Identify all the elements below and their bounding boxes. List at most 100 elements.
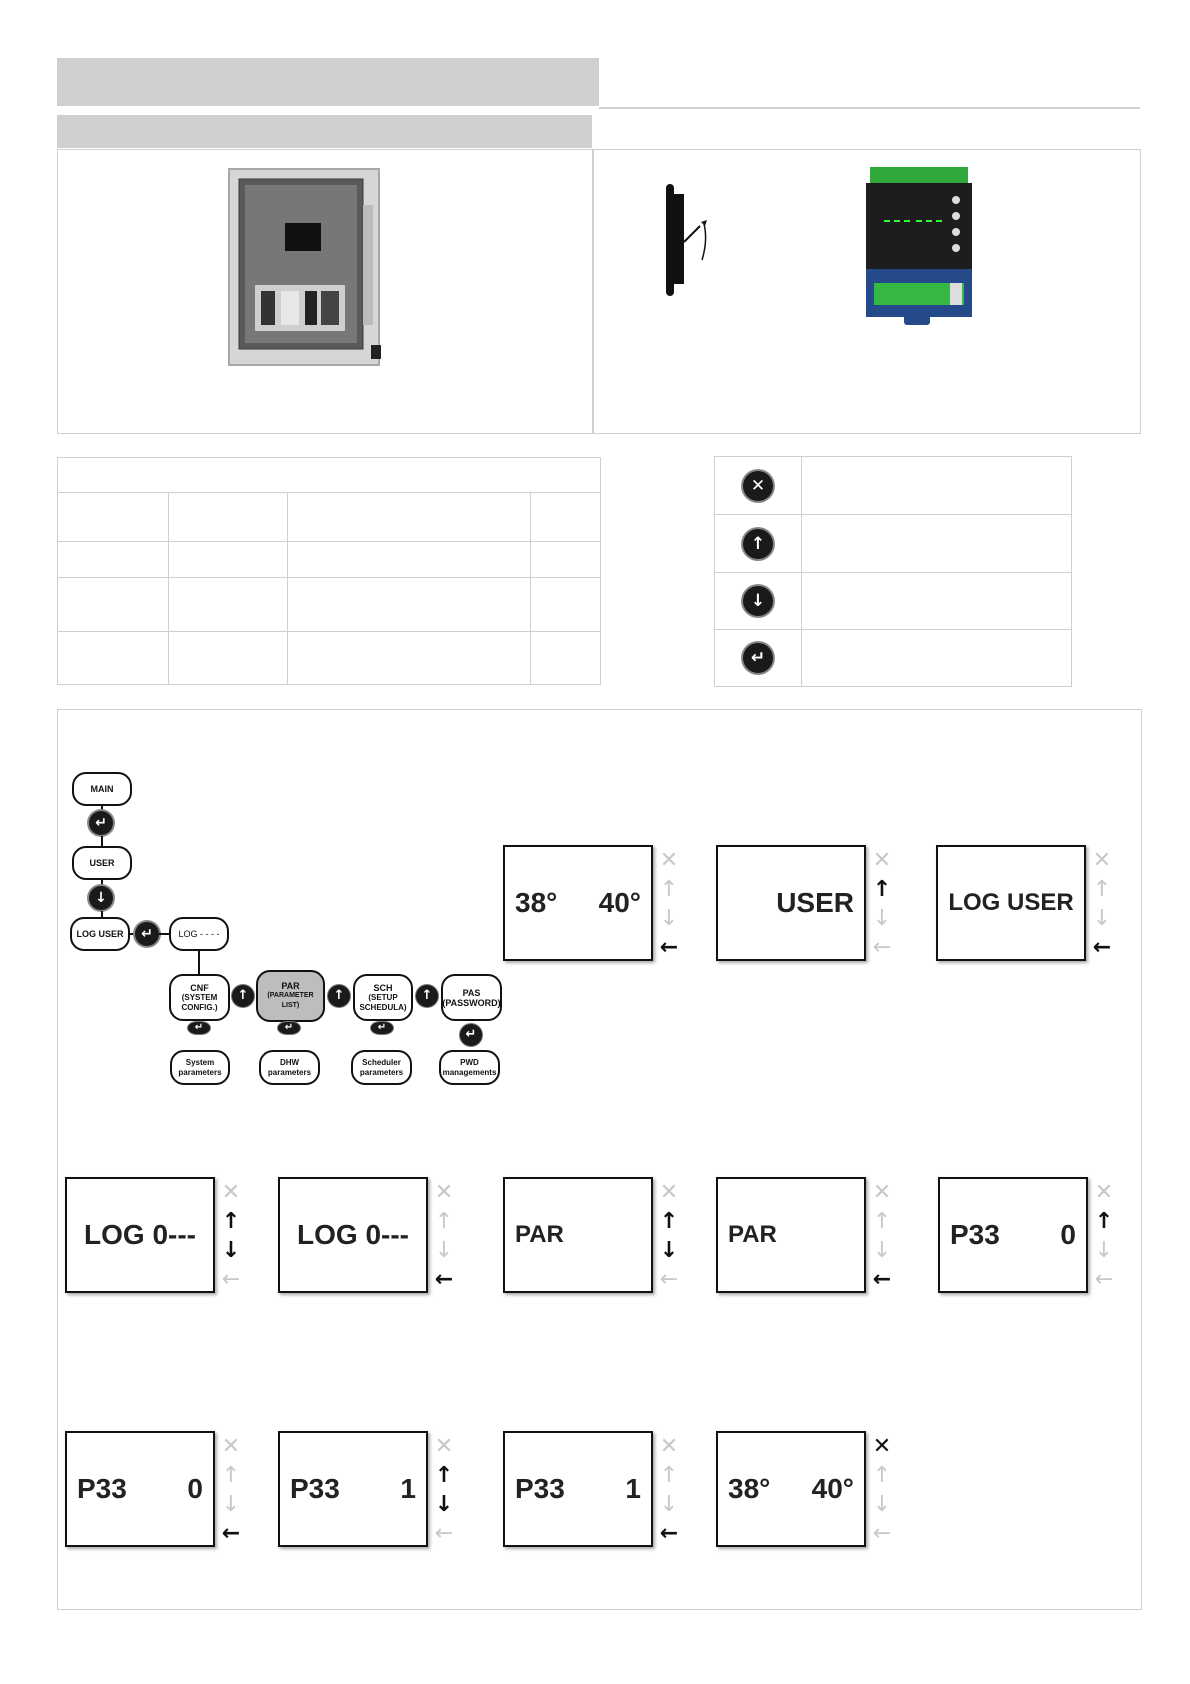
up-arrow-icon: ↑ <box>872 877 892 902</box>
up-arrow-icon: ↑ <box>221 1463 241 1488</box>
down-arrow-icon: ↓ <box>659 906 679 931</box>
enter-arrow-icon: ← <box>872 935 892 960</box>
display-key-icons: ✕↑↓← <box>870 1432 894 1548</box>
enter-arrow-icon: ← <box>659 1267 679 1292</box>
up-arrow-icon: ↑ <box>659 877 679 902</box>
procedure-panel <box>57 709 1142 1610</box>
display-panel: LOG 0--- <box>65 1177 215 1293</box>
esc-icon: ✕ <box>872 1434 892 1459</box>
esc-button-icon: ✕ <box>743 471 773 501</box>
table-cell <box>57 631 169 685</box>
legend-icon-cell: ↓ <box>714 572 802 630</box>
table-cell <box>530 541 601 578</box>
enter-button-icon: ↵ <box>371 1022 393 1034</box>
up-arrow-icon: ↑ <box>872 1463 892 1488</box>
enter-arrow-icon: ← <box>659 935 679 960</box>
enclosure-photo-box <box>57 149 593 434</box>
display-value-a: PAR <box>728 1221 777 1248</box>
table-cell <box>530 631 601 685</box>
display-value-a: LOG 0--- <box>84 1219 196 1250</box>
down-arrow-icon: ↓ <box>221 1492 241 1517</box>
node-log: LOG - - - - <box>169 917 229 951</box>
display-value-b: 40° <box>811 1473 854 1504</box>
display-value-a: LOG 0--- <box>297 1219 409 1250</box>
display-key-icons: ✕↑↓← <box>1090 846 1114 962</box>
node-pas: PAS (PASSWORD) <box>441 974 502 1021</box>
esc-icon: ✕ <box>221 1180 241 1205</box>
info-table-header <box>57 457 601 493</box>
node-pas-sub: (PASSWORD) <box>442 997 501 1008</box>
esc-icon: ✕ <box>872 1180 892 1205</box>
display-key-icons: ✕↑↓← <box>219 1432 243 1548</box>
table-cell <box>57 577 169 632</box>
display-key-icons: ✕↑↓← <box>870 1178 894 1294</box>
table-cell <box>57 541 169 578</box>
node-par-label: PAR <box>281 981 300 991</box>
down-arrow-icon: ↓ <box>434 1492 454 1517</box>
node-par: PAR (PARAMETER LIST) <box>256 970 325 1022</box>
esc-icon: ✕ <box>221 1434 241 1459</box>
display-key-icons: ✕↑↓← <box>432 1432 456 1548</box>
legend-text-cell <box>801 514 1072 573</box>
up-arrow-icon: ↑ <box>872 1209 892 1234</box>
up-button-icon: ↑ <box>232 985 254 1007</box>
node-dhw-parameters: DHW parameters <box>259 1050 320 1085</box>
legend-icon-cell: ↑ <box>714 514 802 573</box>
down-arrow-icon: ↓ <box>221 1238 241 1263</box>
display-key-icons: ✕↑↓← <box>657 846 681 962</box>
display-value-b: 40° <box>598 887 641 918</box>
legend-icon-cell: ↵ <box>714 629 802 687</box>
display-value-a: 38° <box>515 887 558 918</box>
display-panel: LOG USER <box>936 845 1086 961</box>
display-panel: LOG 0--- <box>278 1177 428 1293</box>
enter-arrow-icon: ← <box>434 1521 454 1546</box>
down-arrow-icon: ↓ <box>872 1238 892 1263</box>
down-button-icon: ↓ <box>89 886 113 910</box>
up-arrow-icon: ↑ <box>221 1209 241 1234</box>
display-value-a: LOG USER <box>948 889 1074 916</box>
up-arrow-icon: ↑ <box>659 1209 679 1234</box>
node-sch-label: SCH <box>373 982 393 993</box>
header-bar <box>57 58 599 106</box>
node-cnf: CNF (SYSTEM CONFIG.) <box>169 974 230 1021</box>
up-arrow-icon: ↑ <box>434 1463 454 1488</box>
table-cell <box>168 541 288 578</box>
display-panel: PAR <box>716 1177 866 1293</box>
node-cnf-sub: (SYSTEM CONFIG.) <box>181 992 218 1012</box>
display-panel: 38°40° <box>716 1431 866 1547</box>
display-value-a: P33 <box>950 1219 1000 1250</box>
display-panel: USER <box>716 845 866 961</box>
enter-arrow-icon: ← <box>1092 935 1112 960</box>
down-button-icon: ↓ <box>743 586 773 616</box>
table-cell <box>530 492 601 542</box>
node-sch-sub: (SETUP SCHEDULA) <box>359 992 407 1012</box>
node-user: USER <box>72 846 132 880</box>
enter-arrow-icon: ← <box>1094 1267 1114 1292</box>
node-log-user: LOG USER <box>70 917 130 951</box>
up-arrow-icon: ↑ <box>434 1209 454 1234</box>
node-main: MAIN <box>72 772 132 806</box>
legend-icon-cell: ✕ <box>714 456 802 515</box>
display-panel: PAR <box>503 1177 653 1293</box>
enter-arrow-icon: ← <box>434 1267 454 1292</box>
enter-button-icon: ↵ <box>188 1022 210 1034</box>
display-value-a: P33 <box>77 1473 127 1504</box>
esc-icon: ✕ <box>434 1180 454 1205</box>
up-arrow-icon: ↑ <box>1094 1209 1114 1234</box>
table-cell <box>168 577 288 632</box>
table-cell <box>287 541 531 578</box>
node-system-parameters: System parameters <box>170 1050 230 1085</box>
esc-icon: ✕ <box>659 1180 679 1205</box>
esc-icon: ✕ <box>659 1434 679 1459</box>
node-scheduler-parameters: Scheduler parameters <box>351 1050 412 1085</box>
display-key-icons: ✕↑↓← <box>657 1178 681 1294</box>
down-arrow-icon: ↓ <box>872 906 892 931</box>
button-legend-table: ✕ ↑ ↓ ↵ <box>714 456 1072 687</box>
enter-button-icon: ↵ <box>460 1024 482 1046</box>
display-value-a: P33 <box>515 1473 565 1504</box>
down-arrow-icon: ↓ <box>659 1492 679 1517</box>
table-cell <box>287 492 531 542</box>
